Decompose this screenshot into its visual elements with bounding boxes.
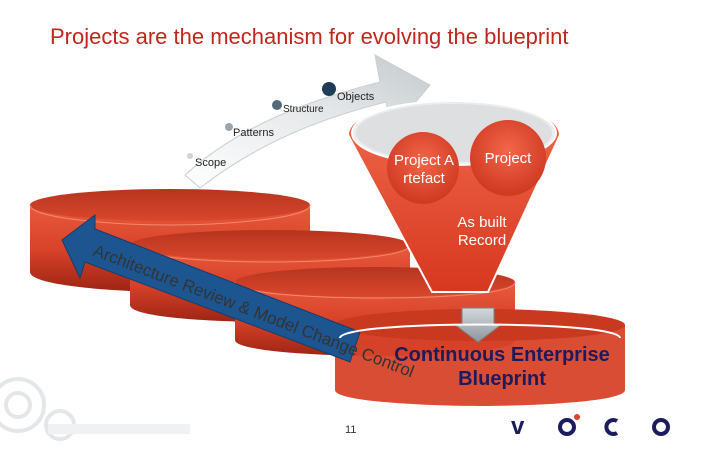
stage-label-patterns: Patterns [233, 127, 274, 139]
stage-label-objects: Objects [337, 91, 375, 103]
stage-label-scope: Scope [195, 157, 227, 169]
objects-dot [322, 82, 336, 96]
project-artefact-label: Project Artefact [393, 152, 455, 187]
structure-dot [272, 100, 282, 110]
project-artefact-bubble [387, 132, 459, 204]
patterns-dot [225, 123, 233, 131]
continuous-enterprise-blueprint-label: Continuous Enterprise Blueprint [394, 344, 610, 390]
stage-label-structure: Structure [283, 104, 324, 115]
decorative-circles [0, 377, 76, 441]
governance-arrow [61, 213, 361, 363]
page-number: 11 [345, 424, 357, 436]
project-label: Project [484, 150, 532, 167]
scope-dot [187, 153, 193, 159]
footer-bar [48, 424, 190, 434]
project-bubble [470, 120, 546, 196]
slide-title: Projects are the mechanism for evolving … [50, 24, 569, 49]
as-built-record-label: As built Record [457, 214, 507, 249]
svg-text:v: v [511, 413, 525, 440]
vocco-logo: v [505, 410, 675, 440]
